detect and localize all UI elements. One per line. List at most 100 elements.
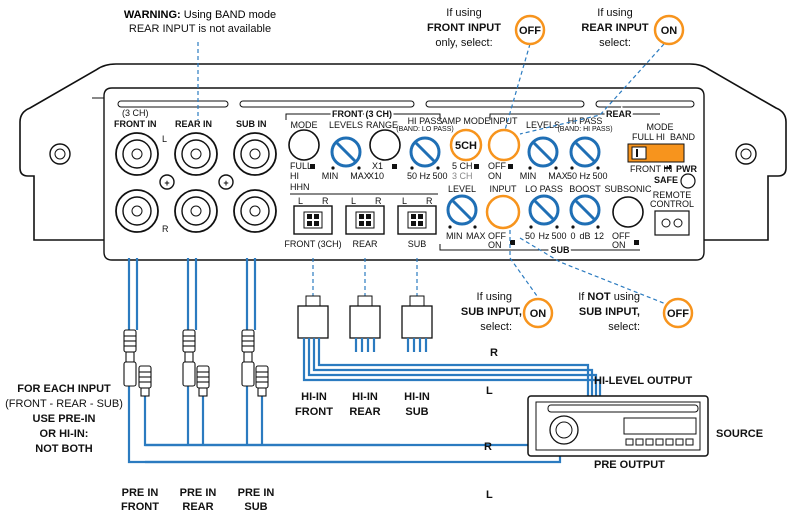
svg-text:R: R	[426, 196, 433, 206]
svg-text:50: 50	[525, 231, 535, 241]
svg-text:MAX: MAX	[350, 171, 370, 181]
rca-jack-sub-r[interactable]	[233, 189, 277, 233]
svg-text:HI-IN: HI-IN	[352, 391, 378, 403]
svg-text:500: 500	[592, 171, 607, 181]
ground-screw-icon: +	[159, 174, 175, 190]
svg-text:HI PASS: HI PASS	[408, 116, 443, 126]
svg-text:HI PASS: HI PASS	[568, 116, 603, 126]
svg-text:AMP MODE: AMP MODE	[442, 116, 491, 126]
sub-lo-pass-knob[interactable]	[528, 194, 560, 226]
svg-text:ON: ON	[530, 308, 547, 320]
svg-text:R: R	[162, 224, 169, 234]
subsonic-switch[interactable]	[612, 196, 644, 228]
sub-input-switch[interactable]	[485, 194, 521, 230]
svg-text:CONTROL: CONTROL	[650, 199, 694, 209]
svg-text:Hz: Hz	[420, 171, 431, 181]
callout-lines	[197, 42, 667, 305]
svg-text:MODE: MODE	[647, 122, 674, 132]
on-badge: ON	[653, 14, 685, 46]
amp-mode-selector[interactable]: 5CH	[449, 128, 483, 162]
svg-text:BAND: BAND	[670, 132, 696, 142]
svg-text:OFF: OFF	[612, 231, 630, 241]
svg-text:If NOT using: If NOT using	[578, 291, 640, 303]
sub-level-knob[interactable]	[446, 194, 478, 226]
rca-plug-icon	[196, 365, 210, 397]
svg-text:OFF: OFF	[488, 231, 506, 241]
front-range-switch[interactable]	[369, 129, 401, 161]
ground-screw-icon: +	[218, 174, 234, 190]
front-mode-switch[interactable]	[288, 129, 320, 161]
svg-text:Hz: Hz	[580, 171, 591, 181]
svg-text:select:: select:	[480, 321, 512, 333]
hi-in-plug-front	[297, 258, 329, 339]
pwr-safe-led	[680, 173, 696, 189]
mode-slide-switch[interactable]	[627, 143, 685, 163]
svg-text:MAX: MAX	[548, 171, 568, 181]
svg-text:PRE IN: PRE IN	[122, 487, 159, 499]
rca-jack-rear-r[interactable]	[174, 189, 218, 233]
svg-text:FULL: FULL	[632, 132, 654, 142]
rca-jack-sub-l[interactable]	[233, 132, 277, 176]
svg-text:L: L	[486, 385, 493, 397]
svg-text:SUBSONIC: SUBSONIC	[604, 184, 652, 194]
rear-group-label: REAR	[606, 109, 632, 119]
svg-text:ON: ON	[488, 240, 502, 250]
wiring-labels: R L HI-LEVEL OUTPUT SOURCE R PRE OUTPUT …	[484, 347, 763, 501]
svg-text:PRE IN: PRE IN	[180, 487, 217, 499]
svg-text:MIN: MIN	[520, 171, 537, 181]
rca-jack-rear-l[interactable]	[174, 132, 218, 176]
svg-text:R: R	[322, 196, 329, 206]
svg-text:INPUT: INPUT	[491, 116, 519, 126]
svg-text:FRONT INPUT: FRONT INPUT	[427, 22, 501, 34]
rca-plug-lower	[123, 361, 255, 387]
callout-front-input: If using FRONT INPUT only, select: OFF	[427, 7, 546, 49]
svg-text:3 CH: 3 CH	[452, 171, 473, 181]
svg-text:REAR INPUT: REAR INPUT	[581, 22, 649, 34]
svg-text:HI-IN: HI-IN	[404, 391, 430, 403]
head-unit-source	[527, 395, 709, 457]
rear-hi-pass-knob[interactable]	[569, 136, 601, 168]
svg-text:MAX: MAX	[466, 231, 486, 241]
svg-text:LEVELS: LEVELS	[526, 120, 560, 130]
svg-text:USE PRE-IN: USE PRE-IN	[33, 413, 96, 425]
svg-text:HI: HI	[656, 132, 665, 142]
svg-text:500: 500	[432, 171, 447, 181]
front-levels-knob[interactable]	[330, 136, 362, 168]
svg-text:MIN: MIN	[446, 231, 463, 241]
remote-control-port[interactable]	[654, 210, 690, 236]
svg-text:WARNING: Using BAND mode: WARNING: Using BAND mode	[124, 9, 276, 21]
rca-jack-front-r[interactable]	[115, 189, 159, 233]
rca-plug-icon	[138, 365, 152, 397]
svg-text:SOURCE: SOURCE	[716, 428, 763, 440]
front-hi-pass-knob[interactable]	[409, 136, 441, 168]
svg-text:L: L	[486, 489, 493, 501]
svg-text:PRE IN: PRE IN	[238, 487, 275, 499]
svg-text:select:: select:	[599, 37, 631, 49]
svg-text:OFF: OFF	[519, 25, 541, 37]
hi-in-plugs	[297, 258, 433, 339]
hi-in-wires	[302, 338, 602, 396]
svg-text:HI-IN: HI-IN	[301, 391, 327, 403]
svg-text:FRONT: FRONT	[295, 406, 333, 418]
svg-text:HHN: HHN	[290, 182, 310, 192]
svg-text:L: L	[298, 196, 303, 206]
rca-jack-front-l[interactable]	[115, 132, 159, 176]
sub-in-label: SUB IN	[236, 119, 267, 129]
svg-text:L: L	[162, 134, 167, 144]
rear-levels-knob[interactable]	[527, 136, 559, 168]
pre-in-labels: PRE IN FRONT PRE IN REAR PRE IN SUB	[121, 487, 274, 513]
svg-text:50: 50	[567, 171, 577, 181]
sub-group-label: SUB	[550, 245, 570, 255]
svg-text:(BAND: HI PASS): (BAND: HI PASS)	[557, 126, 612, 133]
svg-text:X1: X1	[372, 161, 383, 171]
rear-input-switch[interactable]	[487, 128, 521, 162]
sub-boost-knob[interactable]	[569, 194, 601, 226]
svg-text:REAR: REAR	[352, 239, 378, 249]
svg-text:RANGE: RANGE	[366, 120, 398, 130]
svg-text:SUB: SUB	[408, 239, 427, 249]
svg-text:5CH: 5CH	[455, 140, 477, 152]
